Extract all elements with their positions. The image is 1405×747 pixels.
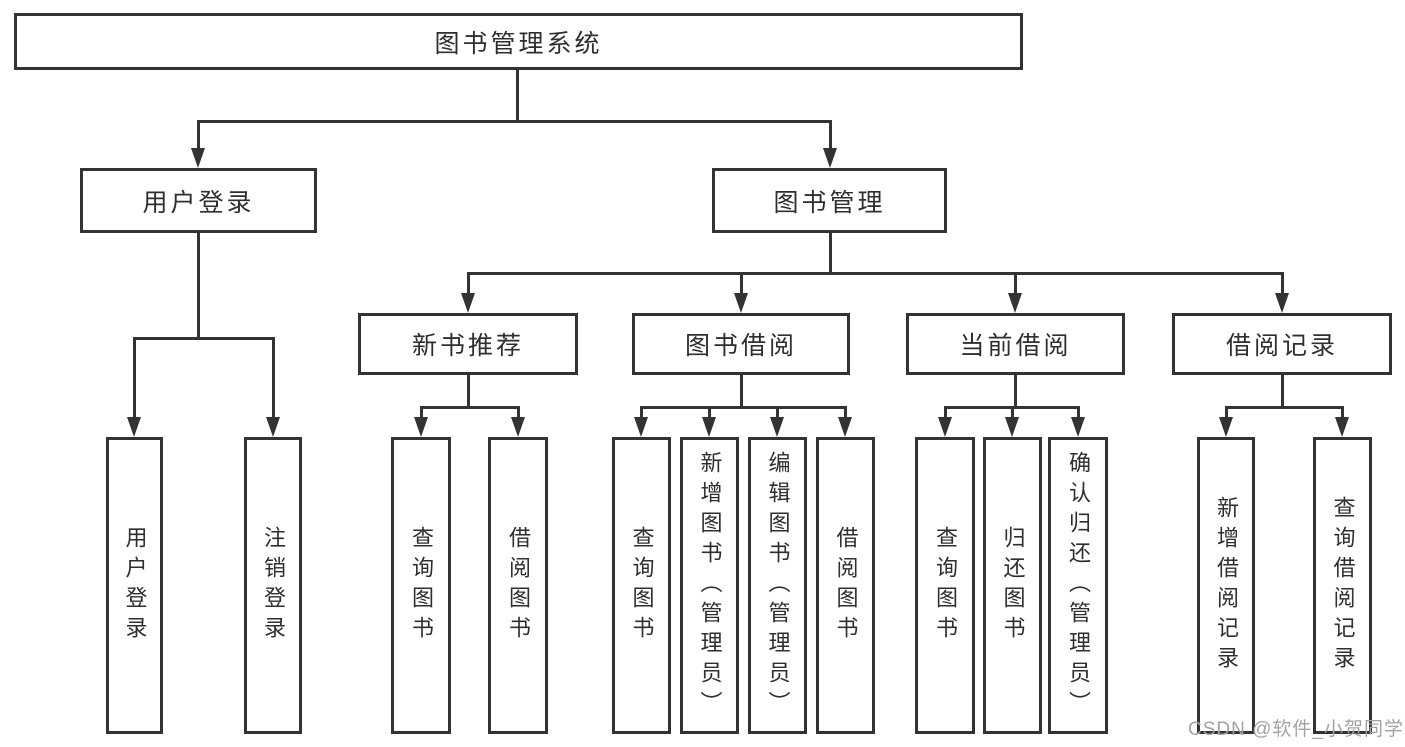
connector-vline xyxy=(420,406,423,420)
connector-vline xyxy=(197,120,200,152)
connector-vline xyxy=(740,375,743,407)
arrow-down-icon xyxy=(1335,417,1349,437)
connector-vline xyxy=(640,406,643,420)
connector-vline xyxy=(197,233,200,337)
watermark: CSDN @软件_小贺同学 xyxy=(1188,719,1404,740)
node-library-system: 图书管理系统 xyxy=(14,13,1023,70)
arrow-down-icon xyxy=(938,417,952,437)
connector-vline xyxy=(844,406,847,420)
leaf-add-book-admin: 新增图书（管理员） xyxy=(680,437,739,734)
connector-vline xyxy=(1341,406,1344,420)
connector-vline xyxy=(829,120,832,152)
arrow-down-icon xyxy=(1071,417,1085,437)
connector-vline xyxy=(1281,375,1284,407)
connector-vline xyxy=(467,272,470,295)
connector-vline xyxy=(944,406,947,420)
node-user-login: 用户登录 xyxy=(80,168,317,233)
connector-vline xyxy=(1014,375,1017,407)
arrow-down-icon xyxy=(734,293,748,313)
arrow-down-icon xyxy=(823,148,837,168)
arrow-down-icon xyxy=(1275,293,1289,313)
connector-hline xyxy=(640,406,847,409)
connector-hline xyxy=(467,272,1283,275)
connector-vline xyxy=(1077,406,1080,420)
node-current-borrowing: 当前借阅 xyxy=(906,313,1125,375)
connector-vline xyxy=(1281,272,1284,295)
arrow-down-icon xyxy=(838,417,852,437)
connector-hline xyxy=(420,406,520,409)
connector-hline xyxy=(1225,406,1344,409)
node-borrowing-records: 借阅记录 xyxy=(1172,313,1392,375)
connector-vline xyxy=(1011,406,1014,420)
connector-hline xyxy=(133,337,275,340)
arrow-down-icon xyxy=(634,417,648,437)
connector-vline xyxy=(1225,406,1228,420)
leaf-search-books-current: 查询图书 xyxy=(915,437,975,734)
arrow-down-icon xyxy=(266,417,280,437)
leaf-add-borrow-record: 新增借阅记录 xyxy=(1197,437,1255,734)
connector-vline xyxy=(740,272,743,295)
leaf-confirm-return-admin: 确认归还（管理员） xyxy=(1048,437,1108,734)
leaf-borrow-books-recommend: 借阅图书 xyxy=(488,437,548,734)
arrow-down-icon xyxy=(702,417,716,437)
leaf-edit-book-admin: 编辑图书（管理员） xyxy=(748,437,807,734)
connector-vline xyxy=(133,337,136,419)
leaf-search-books-recommend: 查询图书 xyxy=(391,437,451,734)
arrow-down-icon xyxy=(511,417,525,437)
arrow-down-icon xyxy=(127,417,141,437)
connector-vline xyxy=(517,406,520,420)
arrow-down-icon xyxy=(1008,293,1022,313)
node-book-borrowing: 图书借阅 xyxy=(632,313,850,375)
arrow-down-icon xyxy=(1005,417,1019,437)
leaf-search-books-borrowing: 查询图书 xyxy=(612,437,671,734)
connector-vline xyxy=(272,337,275,419)
arrow-down-icon xyxy=(461,293,475,313)
node-book-management: 图书管理 xyxy=(712,168,947,233)
arrow-down-icon xyxy=(191,148,205,168)
leaf-search-borrow-record: 查询借阅记录 xyxy=(1313,437,1372,734)
leaf-borrow-books-borrowing: 借阅图书 xyxy=(816,437,875,734)
connector-hline xyxy=(197,120,832,123)
arrow-down-icon xyxy=(414,417,428,437)
arrow-down-icon xyxy=(770,417,784,437)
connector-vline xyxy=(829,233,832,274)
node-new-book-recommendation: 新书推荐 xyxy=(358,313,578,375)
connector-vline xyxy=(467,375,470,407)
connector-vline xyxy=(776,406,779,420)
connector-vline xyxy=(1014,272,1017,295)
leaf-return-books: 归还图书 xyxy=(983,437,1042,734)
connector-vline xyxy=(708,406,711,420)
leaf-logout: 注销登录 xyxy=(244,437,302,734)
connector-vline xyxy=(516,70,519,120)
arrow-down-icon xyxy=(1219,417,1233,437)
leaf-user-login: 用户登录 xyxy=(106,437,163,734)
